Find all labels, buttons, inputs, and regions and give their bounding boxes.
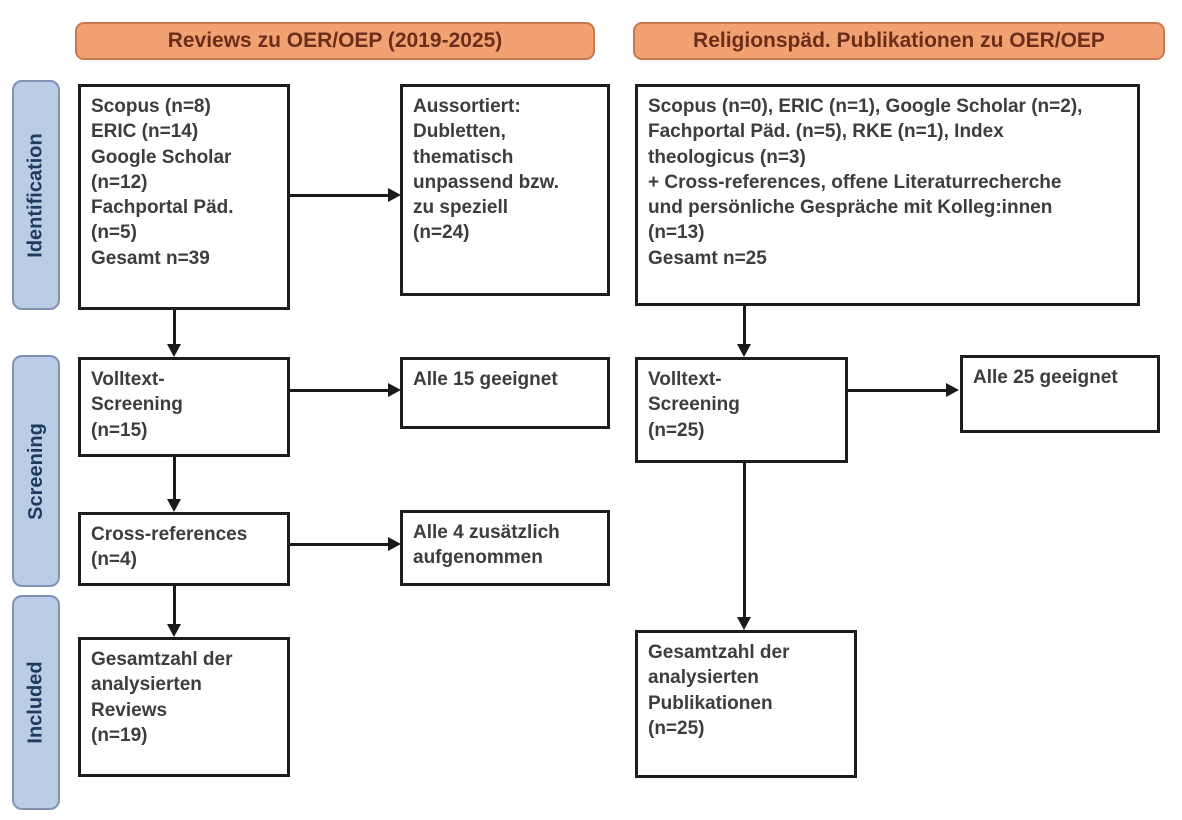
arrow-sources-to-fulltext-right-head — [737, 344, 751, 357]
stage-label-screening-text: Screening — [24, 422, 47, 520]
box-all-25-eligible: Alle 25 geeignet — [960, 355, 1160, 433]
arrow-sources-to-excluded-line — [290, 194, 388, 197]
column-header-reviews: Reviews zu OER/OEP (2019-2025) — [75, 22, 595, 60]
column-header-religionspaed: Religionspäd. Publikationen zu OER/OEP — [633, 22, 1165, 60]
arrow-fulltext-to-all25-head — [946, 383, 959, 397]
stage-label-included-text: Included — [24, 661, 47, 744]
box-fulltext-screening-reviews: Volltext- Screening (n=15) — [78, 357, 290, 457]
box-sources-reviews: Scopus (n=8) ERIC (n=14) Google Scholar … — [78, 84, 290, 310]
box-total-analyzed-publications: Gesamtzahl der analysierten Publikatione… — [635, 630, 857, 778]
arrow-fulltext-to-crossrefs-head — [167, 499, 181, 512]
box-sources-publications: Scopus (n=0), ERIC (n=1), Google Scholar… — [635, 84, 1140, 306]
arrow-crossrefs-to-all4-head — [388, 537, 401, 551]
arrow-crossrefs-to-all4-line — [290, 543, 388, 546]
box-cross-references: Cross-references (n=4) — [78, 512, 290, 586]
stage-label-identification-text: Identification — [24, 132, 47, 258]
arrow-fulltext-to-total-publications-head — [737, 617, 751, 630]
arrow-sources-to-fulltext-left-head — [167, 344, 181, 357]
box-all-15-eligible: Alle 15 geeignet — [400, 357, 610, 429]
arrow-sources-to-fulltext-left-line — [173, 310, 176, 346]
box-fulltext-screening-publications: Volltext- Screening (n=25) — [635, 357, 848, 463]
arrow-sources-to-excluded-head — [388, 188, 401, 202]
arrow-fulltext-to-crossrefs-line — [173, 457, 176, 500]
arrow-fulltext-to-all25-line — [848, 389, 948, 392]
arrow-fulltext-to-all15-head — [388, 383, 401, 397]
stage-label-screening: Screening — [12, 355, 60, 587]
box-total-analyzed-reviews: Gesamtzahl der analysierten Reviews (n=1… — [78, 637, 290, 777]
arrow-crossrefs-to-total-reviews-line — [173, 586, 176, 625]
box-all-4-added: Alle 4 zusätzlich aufgenommen — [400, 510, 610, 586]
arrow-crossrefs-to-total-reviews-head — [167, 624, 181, 637]
stage-label-included: Included — [12, 595, 60, 810]
arrow-fulltext-to-all15-line — [290, 389, 388, 392]
stage-label-identification: Identification — [12, 80, 60, 310]
arrow-sources-to-fulltext-right-line — [743, 306, 746, 345]
box-excluded-duplicates: Aussortiert: Dubletten, thematisch unpas… — [400, 84, 610, 296]
arrow-fulltext-to-total-publications-line — [743, 463, 746, 618]
